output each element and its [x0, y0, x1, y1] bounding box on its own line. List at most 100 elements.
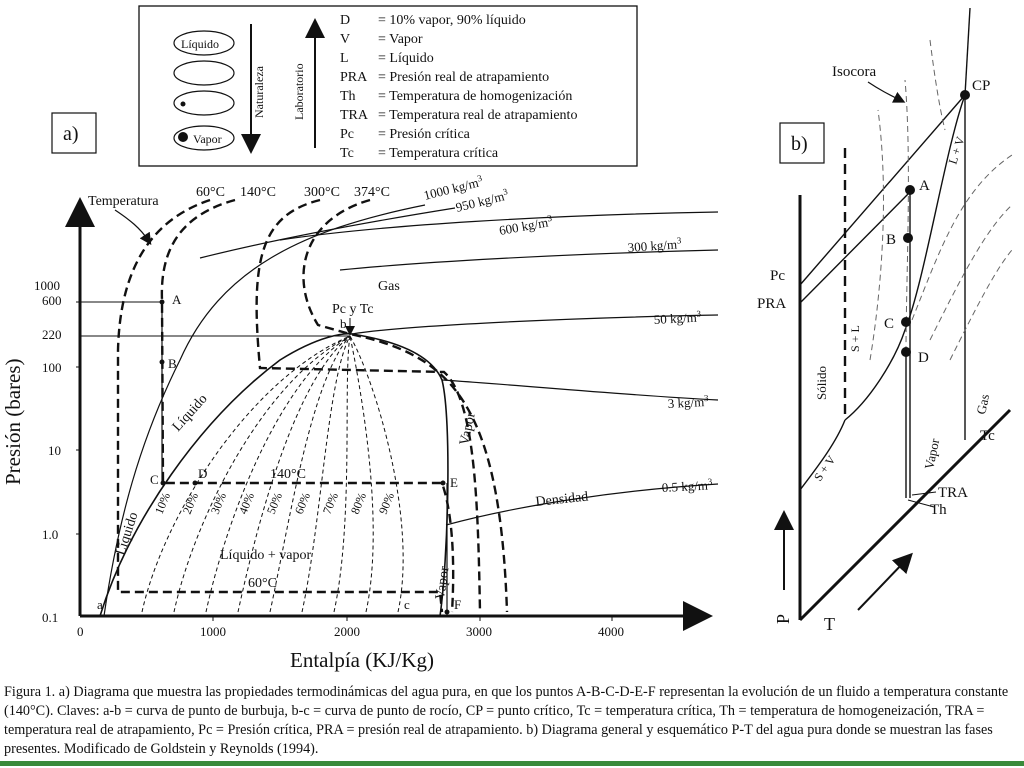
isocora-label: Isocora	[832, 64, 876, 80]
x-tick-labels: 0 1000 2000 3000 4000	[77, 624, 624, 639]
pra-line	[799, 189, 913, 304]
quality-curve-6	[333, 335, 351, 613]
point-F-label: F	[454, 597, 461, 612]
oval-vapor-label: Vapor	[193, 132, 222, 146]
iso60-inner-label: 60°C	[248, 576, 277, 591]
b-point-A-marker	[905, 185, 915, 195]
density-curves	[103, 204, 719, 617]
point-D-marker	[192, 480, 198, 486]
t-arrow	[857, 552, 913, 611]
x-tick-0: 0	[77, 624, 84, 639]
inclusion-oval-2	[173, 60, 235, 86]
legend-value-3: = Presión real de atrapamiento	[378, 70, 549, 85]
gas-b-label: Gas	[973, 393, 992, 416]
vapor-inclusion-oval	[173, 125, 235, 151]
inclusion-oval-3	[173, 90, 235, 116]
iso140-inner-label: 140°C	[270, 467, 306, 482]
legend-key-0: D	[340, 13, 350, 28]
point-b-label: b	[340, 316, 347, 331]
density-label-600: 600 kg/m3	[498, 213, 554, 238]
legend-key-6: Pc	[340, 127, 354, 142]
densidad-label: Densidad	[535, 490, 589, 510]
isochore-950	[199, 207, 456, 259]
quality-label-1: 20%	[180, 490, 201, 516]
y-tick-1: 1.0	[42, 527, 58, 542]
naturaleza-label: Naturaleza	[252, 65, 266, 118]
legend-value-4: = Temperatura de homogenización	[378, 89, 572, 104]
point-B-label: B	[168, 356, 177, 371]
density-label-3: 3 kg/m3	[667, 393, 709, 411]
t-base-line	[798, 408, 1012, 622]
quality-curve-8	[349, 335, 404, 613]
s-v-label: S + V	[811, 453, 839, 484]
isotherm-labels: Temperatura 60°C 140°C 300°C 374°C	[88, 185, 390, 209]
quality-labels: 10%20%30%40%50%60%70%80%90%	[152, 490, 397, 516]
liquido-diagonal-label: Líquido	[170, 392, 211, 435]
isochore-3	[441, 379, 719, 401]
quality-curve-0	[141, 335, 351, 613]
legend-value-2: = Líquido	[378, 51, 434, 66]
legend-key-5: TRA	[340, 108, 369, 123]
quality-label-3: 40%	[236, 490, 257, 516]
x-tick-4000: 4000	[598, 624, 624, 639]
quality-label-6: 70%	[320, 490, 341, 516]
legend-value-0: = 10% vapor, 90% líquido	[378, 13, 526, 28]
figure-caption: Figura 1. a) Diagrama que muestra las pr…	[4, 684, 1009, 757]
quality-label-4: 50%	[264, 490, 285, 516]
cp-marker	[960, 90, 970, 100]
b-point-D-label: D	[918, 350, 929, 366]
panel-a-label-box	[51, 112, 97, 154]
point-A-marker	[159, 299, 165, 305]
temperatura-arrow	[114, 209, 152, 245]
isotherm-label-140: 140°C	[240, 185, 276, 200]
th-label: Th	[930, 502, 947, 518]
isotherm-label-300: 300°C	[304, 185, 340, 200]
point-D-label: D	[198, 466, 207, 481]
quality-curve-1	[173, 335, 351, 613]
isochore-0.5	[445, 483, 719, 526]
b-point-B-marker	[903, 233, 913, 243]
laboratorio-label: Laboratorio	[292, 63, 306, 120]
legend-box: Líquido Vapor Naturaleza Laboratorio D= …	[138, 5, 638, 167]
quality-label-2: 30%	[208, 490, 229, 516]
point-E-label: E	[450, 475, 458, 490]
quality-label-8: 90%	[376, 490, 397, 516]
density-label-0.5: 0.5 kg/m3	[661, 476, 713, 495]
t-axis-label: T	[824, 614, 835, 634]
isotherm-label-374: 374°C	[354, 185, 390, 200]
y-tick-0.1: 0.1	[42, 610, 58, 625]
isotherm-300	[255, 198, 482, 613]
quality-label-5: 60%	[292, 490, 313, 516]
tc-label: Tc	[980, 428, 995, 444]
isocora-arrow	[867, 81, 906, 103]
legend-value-5: = Temperatura real de atrapamiento	[378, 108, 577, 123]
y-tick-labels: 1000 600 220 100 10 1.0 0.1	[34, 278, 62, 625]
vapor-bubble	[178, 132, 188, 142]
point-B-marker	[159, 359, 165, 365]
x-axis-label: Entalpía (KJ/Kg)	[290, 648, 434, 672]
tra-label: TRA	[938, 485, 968, 501]
point-a-label: a	[97, 597, 103, 612]
quality-curve-2	[205, 335, 351, 613]
point-C-marker	[160, 480, 166, 486]
panel-b: b)	[757, 7, 1013, 634]
density-label-300: 300 kg/m3	[627, 235, 682, 255]
panel-a: a) 1000 600 220 100 10 1.0 0.1 Presión (…	[1, 112, 719, 672]
isotherm-374	[302, 198, 509, 613]
quality-label-7: 80%	[348, 490, 369, 516]
legend-value-6: = Presión crítica	[378, 127, 471, 142]
legend-key-3: PRA	[340, 70, 368, 85]
isochore-300	[339, 249, 719, 271]
quality-curve-5	[301, 335, 351, 613]
vapor-b-label: Vapor	[921, 436, 942, 470]
isochore-50	[351, 314, 719, 335]
y-tick-10: 10	[48, 443, 61, 458]
pc-tc-label: Pc y Tc	[332, 302, 374, 317]
pc-label: Pc	[770, 268, 785, 284]
x-tick-1000: 1000	[200, 624, 226, 639]
legend-value-1: = Vapor	[378, 32, 423, 47]
cp-label: CP	[972, 78, 990, 94]
vapor-right-label: Vapor	[457, 411, 479, 447]
legend-key-1: V	[340, 32, 350, 47]
